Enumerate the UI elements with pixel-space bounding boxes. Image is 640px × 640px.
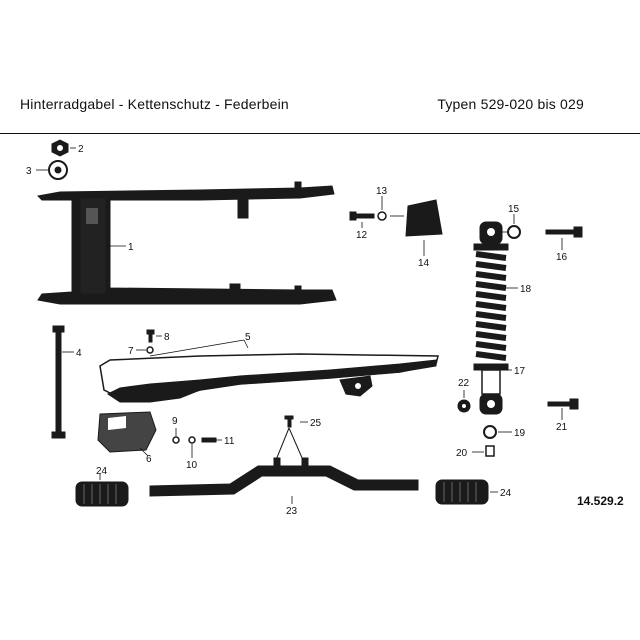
swing-arm xyxy=(36,181,337,305)
label-part-7: 7 xyxy=(128,346,134,357)
label-part-10: 10 xyxy=(186,460,198,471)
bolt-part-12 xyxy=(349,211,375,221)
washer-part-13 xyxy=(377,211,387,221)
label-part-14: 14 xyxy=(418,258,430,269)
screw-part-8 xyxy=(146,329,155,335)
header-divider xyxy=(0,133,640,134)
label-part-21: 21 xyxy=(556,422,568,433)
label-part-13: 13 xyxy=(376,186,388,197)
label-part-18: 18 xyxy=(520,284,532,295)
label-part-24-right: 24 xyxy=(500,488,512,499)
footrest-rubber-left xyxy=(75,481,129,507)
washer-part-15 xyxy=(507,225,521,239)
label-part-6: 6 xyxy=(146,454,152,465)
label-part-2: 2 xyxy=(78,144,84,155)
washer-part-7 xyxy=(146,346,154,354)
label-part-19: 19 xyxy=(514,428,526,439)
washer-part-9 xyxy=(172,436,180,444)
bracket-part-6 xyxy=(97,411,157,453)
bolt-part-21 xyxy=(547,398,579,410)
axle-bolt-part-4 xyxy=(51,325,66,439)
rubber-buffer-part-14 xyxy=(405,199,443,237)
label-part-22: 22 xyxy=(458,378,470,389)
page-title: Hinterradgabel - Kettenschutz - Federbei… xyxy=(20,96,289,112)
washer-part-10 xyxy=(188,436,196,444)
shock-absorber xyxy=(473,221,509,415)
screw-part-11 xyxy=(201,437,217,443)
label-part-4: 4 xyxy=(76,348,82,359)
model-types: Typen 529-020 bis 029 xyxy=(437,96,584,112)
label-part-24-left: 24 xyxy=(96,466,108,477)
label-part-16: 16 xyxy=(556,252,568,263)
bolt-part-16 xyxy=(545,226,583,238)
drawing-reference-code: 14.529.2 xyxy=(577,494,624,508)
chain-guard-part-5 xyxy=(99,353,439,403)
label-part-8: 8 xyxy=(164,332,170,343)
label-part-23: 23 xyxy=(286,506,298,517)
label-part-9: 9 xyxy=(172,416,178,427)
label-part-25: 25 xyxy=(310,418,322,429)
label-part-12: 12 xyxy=(356,230,368,241)
leader-lines xyxy=(36,147,563,504)
label-part-17: 17 xyxy=(514,366,526,377)
footrest-rubber-right xyxy=(435,479,489,505)
label-part-15: 15 xyxy=(508,204,520,215)
washer-part-19 xyxy=(483,425,497,439)
label-part-20: 20 xyxy=(456,448,468,459)
label-part-11: 11 xyxy=(224,436,235,447)
sleeve-part-20 xyxy=(485,445,495,457)
footrest-bar-part-23 xyxy=(149,457,419,497)
label-part-5: 5 xyxy=(245,332,251,343)
label-part-1: 1 xyxy=(128,242,134,253)
label-part-3: 3 xyxy=(26,166,32,177)
